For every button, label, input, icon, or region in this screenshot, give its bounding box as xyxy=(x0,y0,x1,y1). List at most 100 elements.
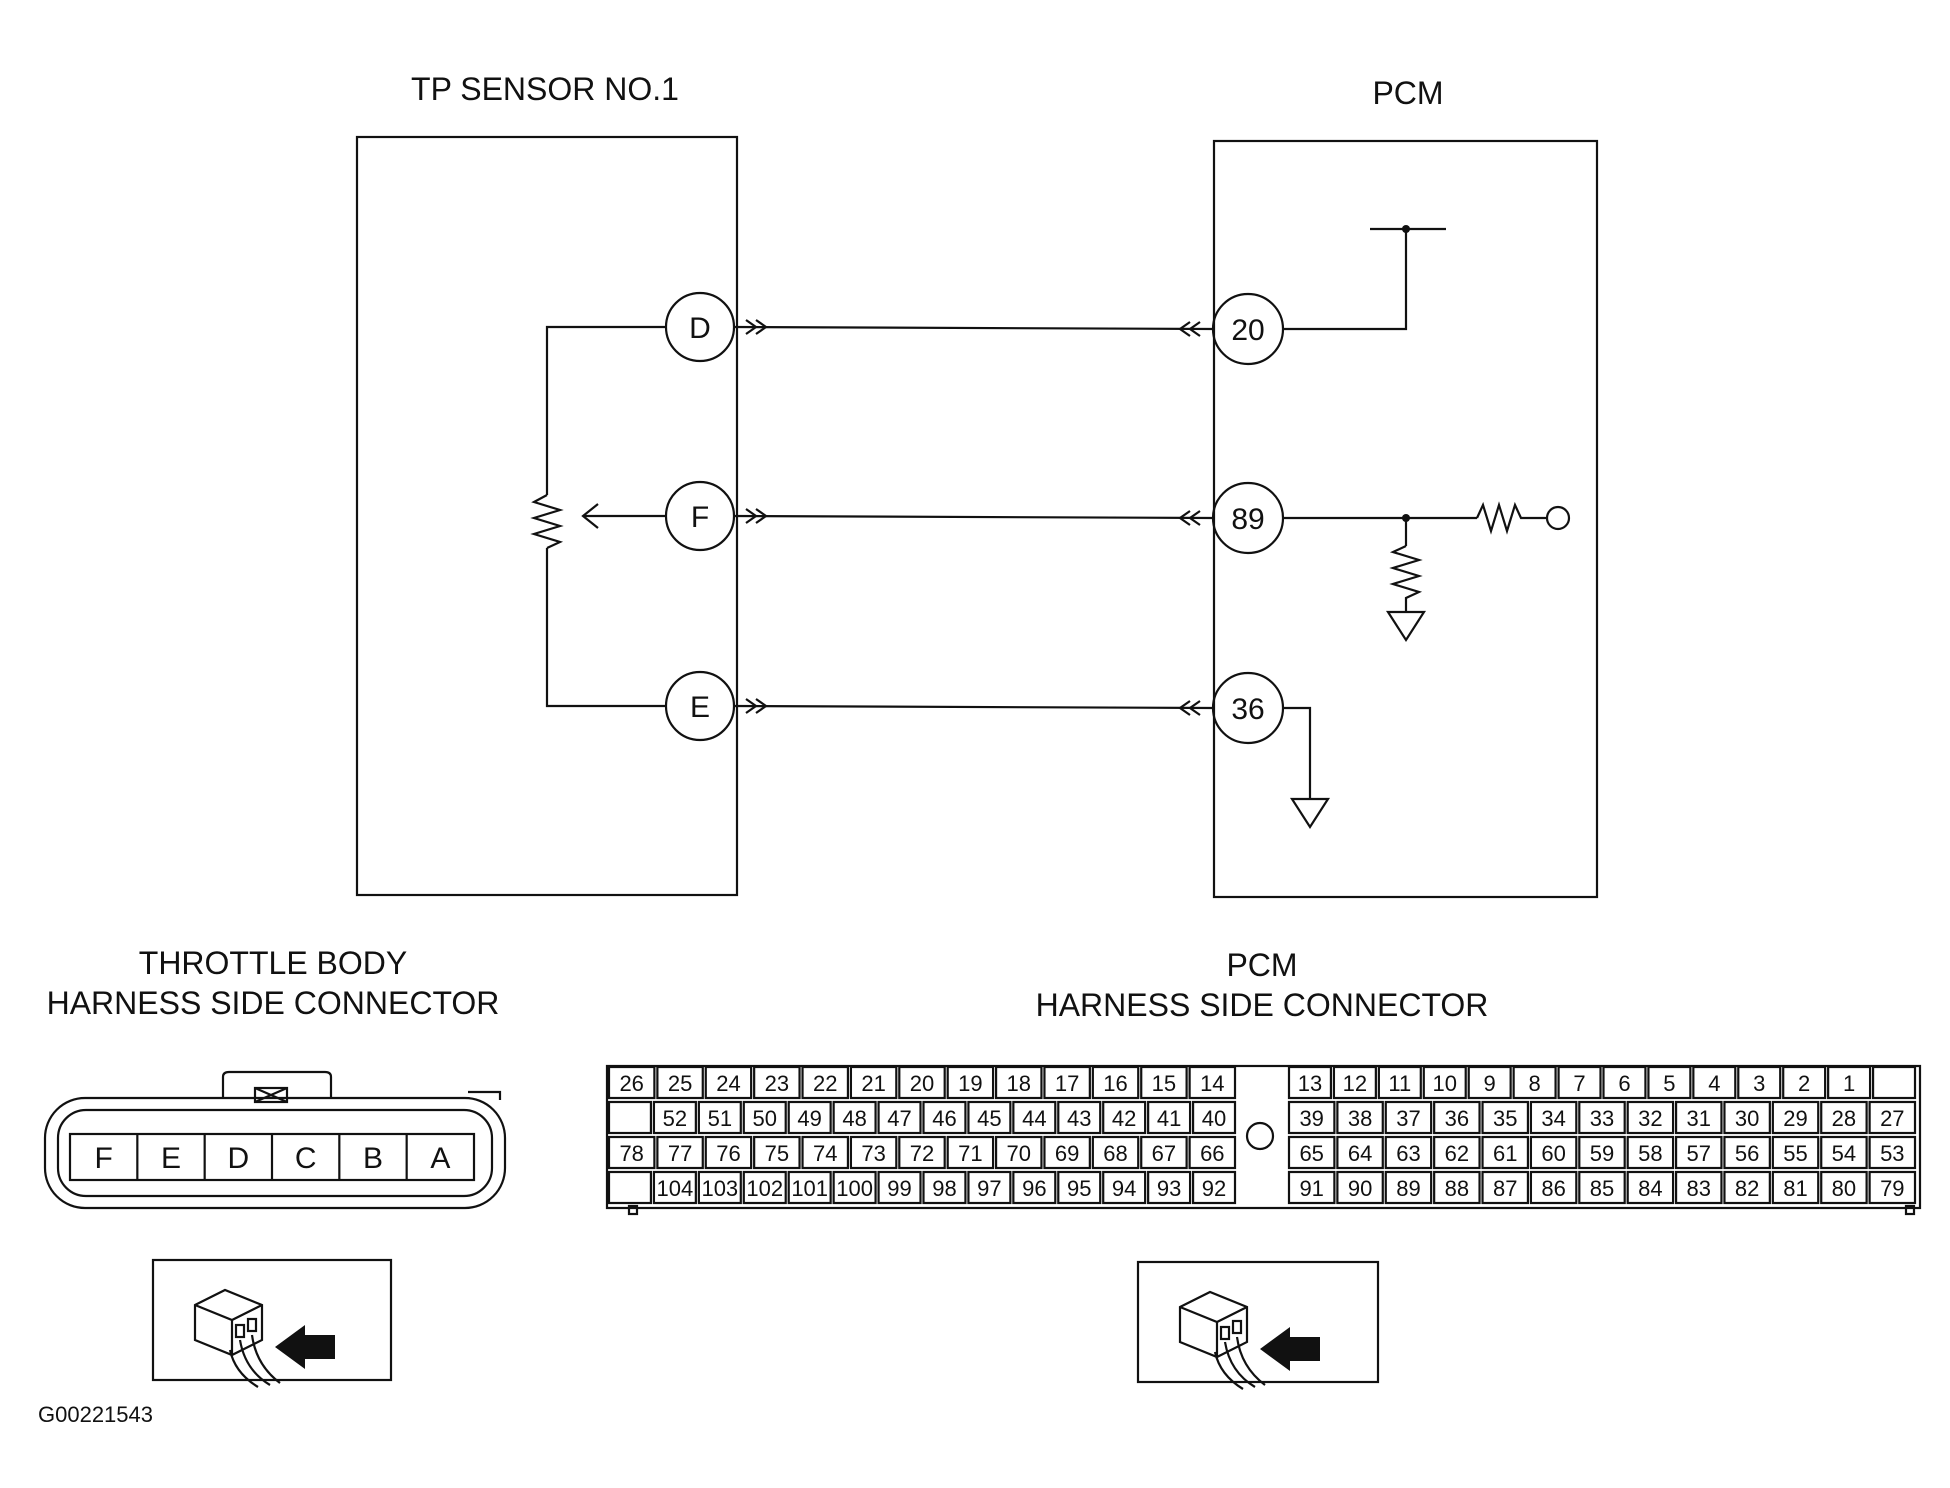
connector-mark-icon xyxy=(745,698,768,714)
pcm-cell xyxy=(1771,1100,1820,1135)
pcm-cell xyxy=(1529,1100,1578,1135)
pcm-cell-label: 43 xyxy=(1067,1106,1091,1131)
pcm-cell-label: 16 xyxy=(1103,1071,1127,1096)
pcm-cell-label: 90 xyxy=(1348,1176,1372,1201)
pcm-cell xyxy=(1626,1170,1675,1205)
pcm-cell-label: 50 xyxy=(753,1106,777,1131)
pcm-cell xyxy=(607,1100,653,1135)
connector-mark-icon xyxy=(745,508,768,524)
sensor-pin-e: E xyxy=(664,670,736,742)
pcm-cell-label: 83 xyxy=(1687,1176,1711,1201)
pcm-cell-label: 57 xyxy=(1687,1141,1711,1166)
pcm-cell xyxy=(697,1100,742,1135)
pcm-cell xyxy=(1191,1170,1237,1205)
pcm-cell xyxy=(1578,1100,1626,1135)
pcm-cell xyxy=(1287,1100,1336,1135)
pcm-cell xyxy=(1737,1065,1782,1100)
pcm-cell-label: 10 xyxy=(1433,1071,1457,1096)
pcm-cell xyxy=(607,1135,656,1170)
pcm-cell-label: 99 xyxy=(887,1176,911,1201)
pcm-cell xyxy=(922,1170,967,1205)
pcm-cell xyxy=(652,1170,697,1205)
pcm-cell-label: 100 xyxy=(836,1176,873,1201)
connector-key-icon xyxy=(1245,1121,1275,1151)
pcm-cell xyxy=(787,1170,832,1205)
pcm-cell-label: 104 xyxy=(657,1176,694,1201)
resistor-icon xyxy=(1389,545,1423,612)
pcm-cell-label: 51 xyxy=(708,1106,732,1131)
pcm-cell-label: 71 xyxy=(958,1141,982,1166)
throttle-connector-title-1: THROTTLE BODY xyxy=(139,945,407,981)
throttle-pin-label: A xyxy=(430,1142,450,1175)
pcm-cell-label: 68 xyxy=(1103,1141,1127,1166)
wiper-arrow-icon xyxy=(581,503,599,529)
pcm-cell xyxy=(1191,1100,1237,1135)
pcm-cell xyxy=(1557,1065,1602,1100)
pcm-cell-label: 86 xyxy=(1541,1176,1565,1201)
pcm-cell xyxy=(1377,1065,1422,1100)
pcm-cell-label: 45 xyxy=(977,1106,1001,1131)
pcm-cell-label: 73 xyxy=(861,1141,885,1166)
pcm-cell xyxy=(1674,1100,1723,1135)
pcm-cell xyxy=(1043,1065,1091,1100)
pcm-cell-label: 41 xyxy=(1157,1106,1181,1131)
pcm-cell xyxy=(1057,1100,1102,1135)
pcm-cell-label: 46 xyxy=(932,1106,956,1131)
pcm-cell-label: 47 xyxy=(887,1106,911,1131)
pcm-cell xyxy=(1422,1065,1467,1100)
pcm-cell xyxy=(1102,1100,1147,1135)
pcm-cell-label: 22 xyxy=(813,1071,837,1096)
pcm-cell-label: 98 xyxy=(932,1176,956,1201)
pcm-cell-label: 92 xyxy=(1202,1176,1226,1201)
pcm-cell xyxy=(1147,1170,1192,1205)
pcm-cell-label: 80 xyxy=(1832,1176,1856,1201)
pcm-cell xyxy=(898,1135,946,1170)
pcm-cell-label: 8 xyxy=(1528,1071,1540,1096)
pcm-cell xyxy=(1868,1170,1917,1205)
pcm-cell-label: 53 xyxy=(1880,1141,1904,1166)
pcm-cell-label: 93 xyxy=(1157,1176,1181,1201)
pcm-cell xyxy=(946,1065,995,1100)
connector-mark-icon xyxy=(1178,321,1201,337)
pcm-cell xyxy=(994,1065,1043,1100)
pcm-cell-label: 39 xyxy=(1299,1106,1323,1131)
pcm-cell-label: 31 xyxy=(1687,1106,1711,1131)
pcm-cell-label: 11 xyxy=(1388,1071,1411,1096)
pcm-cell-label: 29 xyxy=(1783,1106,1807,1131)
pcm-cell xyxy=(832,1100,877,1135)
pcm-cell xyxy=(1827,1065,1872,1100)
pcm-cell-label: 91 xyxy=(1299,1176,1323,1201)
pcm-cell-label: 17 xyxy=(1055,1071,1079,1096)
sensor-pin-d: D xyxy=(664,291,736,363)
pcm-cell xyxy=(1287,1065,1333,1100)
pcm-pin-20: 20 xyxy=(1211,292,1285,366)
connector-mark-icon xyxy=(745,319,768,335)
throttle-pin-label: B xyxy=(363,1142,383,1175)
pcm-cell-label: 12 xyxy=(1343,1071,1367,1096)
pcm-cell xyxy=(1782,1065,1827,1100)
pcm-cell xyxy=(1674,1170,1723,1205)
pcm-cell xyxy=(1140,1135,1188,1170)
pcm-cell xyxy=(1384,1100,1433,1135)
pcm-cell-label: 96 xyxy=(1022,1176,1046,1201)
pcm-cell xyxy=(652,1100,697,1135)
pcm-cell xyxy=(1287,1170,1336,1205)
pcm-cell xyxy=(1512,1065,1557,1100)
figure-code: G00221543 xyxy=(38,1402,153,1427)
pcm-cell xyxy=(656,1065,704,1100)
terminal-icon xyxy=(1545,505,1571,531)
pcm-cell xyxy=(1771,1170,1820,1205)
pcm-cell-label: 27 xyxy=(1880,1106,1904,1131)
pcm-cell xyxy=(1723,1100,1771,1135)
pcm-cell-label: 33 xyxy=(1590,1106,1614,1131)
pcm-cell xyxy=(1626,1135,1675,1170)
pcm-cell xyxy=(1433,1100,1481,1135)
pcm-cell-label: 38 xyxy=(1348,1106,1372,1131)
pcm-cell-label: 42 xyxy=(1112,1106,1136,1131)
throttle-pin-label: D xyxy=(227,1142,249,1175)
pcm-cell xyxy=(1433,1170,1481,1205)
pcm-cell xyxy=(1336,1170,1384,1205)
pcm-cell xyxy=(849,1065,898,1100)
pcm-cell xyxy=(607,1170,653,1205)
